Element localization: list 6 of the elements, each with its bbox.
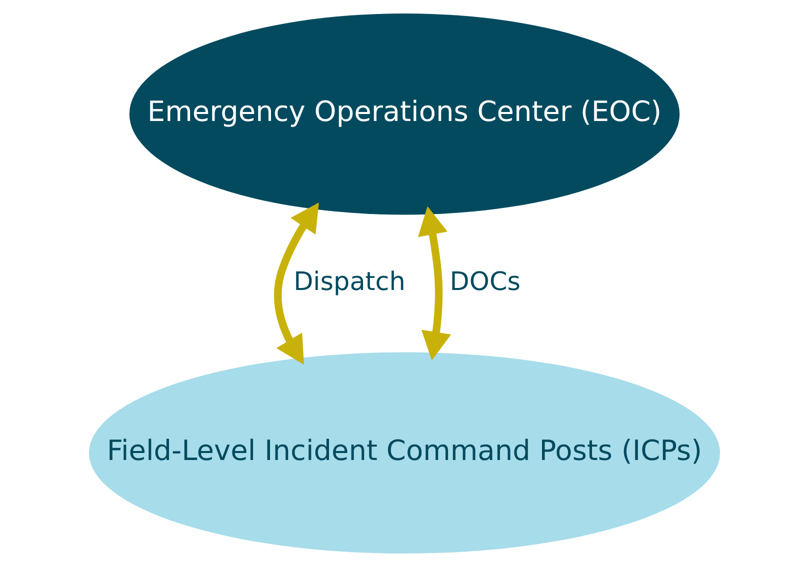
- arrow: [417, 206, 451, 360]
- arrow: [274, 202, 318, 365]
- node-ellipse: Field-Level Incident Command Posts (ICPs): [88, 352, 720, 554]
- edge-label: Dispatch: [293, 266, 405, 297]
- edge-label: DOCs: [449, 266, 520, 297]
- node-ellipse: Emergency Operations Center (EOC): [128, 13, 680, 215]
